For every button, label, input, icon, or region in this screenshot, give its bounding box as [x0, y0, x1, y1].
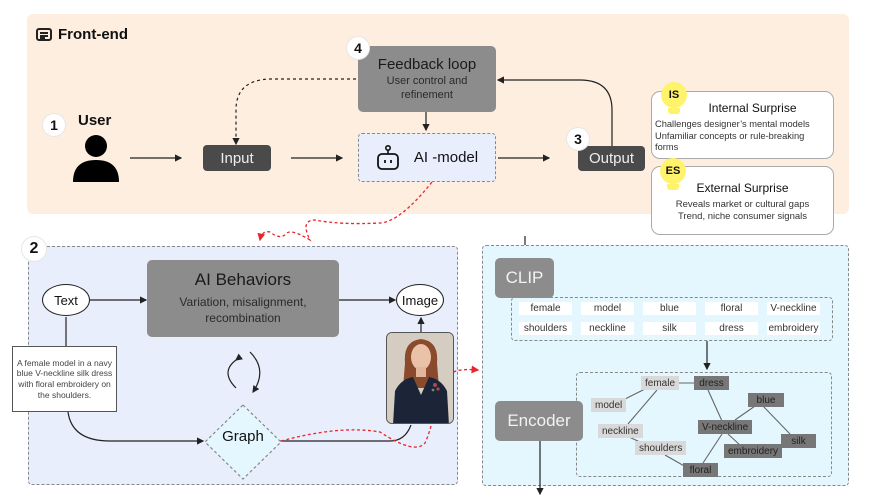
- ai-behaviors-title: AI Behaviors: [194, 270, 292, 290]
- dashed-feedback-to-input: [232, 78, 356, 146]
- cycle-arrow-left: [227, 353, 243, 389]
- graph-diamond: [204, 404, 282, 480]
- red-dashed-model-to-behaviors: [257, 181, 433, 242]
- graph-node-floral: floral: [683, 463, 718, 477]
- graph-node-neckline: neckline: [598, 424, 643, 438]
- edge-female-model: [624, 388, 646, 400]
- clip-tag: silk: [643, 322, 696, 335]
- model-photo-illustration: [387, 333, 453, 423]
- edge-shoulders-floral: [664, 454, 687, 468]
- ai-behaviors-subtitle-2: recombination: [205, 311, 281, 325]
- internal-surprise-line: forms: [655, 141, 679, 152]
- graph-node-vneckline: V-neckline: [698, 420, 753, 434]
- internal-surprise-lightbulb: IS: [661, 82, 687, 114]
- edge-vneckline-floral: [702, 433, 723, 464]
- clip-tag: model: [581, 302, 634, 315]
- frontend-title: Front-end: [58, 26, 128, 43]
- lightbulb-base: [668, 108, 680, 114]
- feedback-subtitle-2: refinement: [401, 88, 453, 101]
- step-badge-4: 4: [346, 36, 370, 60]
- clip-tag: blue: [643, 302, 696, 315]
- clip-tag: neckline: [581, 322, 634, 335]
- encoder-box: Encoder: [495, 401, 583, 441]
- external-surprise-lightbulb: ES: [660, 158, 686, 190]
- feedback-title: Feedback loop: [377, 55, 477, 73]
- graph-node-female: female: [641, 376, 680, 390]
- output-node: Output: [578, 146, 645, 171]
- clip-tag: embroidery: [767, 322, 820, 335]
- external-surprise-line: Trend, niche consumer signals: [677, 210, 807, 222]
- graph-node-shoulders: shoulders: [635, 441, 687, 455]
- clip-tag: V-neckline: [767, 302, 820, 315]
- step-badge-3: 3: [566, 127, 590, 151]
- robot-icon: [376, 144, 399, 170]
- step-badge-2: 2: [21, 236, 47, 262]
- clip-tag: dress: [705, 322, 758, 335]
- graph-node-dress: dress: [694, 376, 729, 390]
- lightbulb-icon: ES: [660, 158, 686, 184]
- clip-tags-grid: female model blue floral V-neckline shou…: [519, 302, 829, 335]
- external-surprise-line: Reveals market or cultural gaps: [675, 199, 810, 211]
- lightbulb-base: [667, 184, 679, 190]
- ai-behaviors-subtitle-1: Variation, misalignment,: [179, 295, 307, 310]
- arrow-caption-to-graph: [67, 411, 205, 445]
- graph-node-silk: silk: [781, 434, 816, 448]
- internal-surprise-line: Challenges designer’s mental models: [655, 119, 810, 130]
- graph-node-blue: blue: [748, 393, 784, 407]
- document-icon: [36, 28, 52, 41]
- arrow-output-to-feedback: [496, 76, 613, 146]
- image-node: Image: [396, 284, 444, 316]
- generated-dress-image: [386, 332, 454, 424]
- clip-tags-container: [511, 297, 833, 341]
- internal-surprise-line: Unfamiliar concepts or rule-breaking: [655, 130, 805, 141]
- prompt-caption: A female model in a navy blue V-neckline…: [12, 346, 117, 412]
- edge-blue-silk: [761, 404, 791, 435]
- graph-node-embroidery: embroidery: [724, 444, 783, 458]
- clip-box: CLIP: [495, 258, 554, 298]
- step-badge-1: 1: [42, 113, 66, 137]
- clip-tag: female: [519, 302, 572, 315]
- cycle-arrow-right: [249, 351, 261, 393]
- external-surprise-title: External Surprise: [696, 181, 789, 195]
- ai-behaviors-box: AI Behaviors Variation, misalignment, re…: [147, 260, 339, 337]
- line-graph-to-photo: [280, 424, 412, 442]
- edge-female-neckline: [627, 389, 658, 425]
- feedback-loop-box: Feedback loop User control and refinemen…: [358, 46, 496, 112]
- graph-node-label: Graph: [222, 428, 264, 445]
- feedback-subtitle-1: User control and: [386, 74, 468, 87]
- edge-blue-vneckline: [734, 405, 756, 421]
- input-node: Input: [203, 145, 271, 171]
- lightbulb-icon: IS: [661, 82, 687, 108]
- graph-node-model: model: [591, 398, 627, 412]
- internal-surprise-title: Internal Surprise: [708, 101, 797, 115]
- frontend-header: Front-end: [36, 26, 128, 43]
- clip-tag: shoulders: [519, 322, 572, 335]
- text-node: Text: [42, 284, 90, 316]
- user-icon: [73, 135, 119, 182]
- edge-dress-vneckline: [707, 389, 723, 422]
- clip-tag: floral: [705, 302, 758, 315]
- user-label: User: [78, 112, 112, 129]
- ai-model-label: AI -model: [413, 149, 479, 166]
- ai-model-box: AI -model: [358, 133, 496, 182]
